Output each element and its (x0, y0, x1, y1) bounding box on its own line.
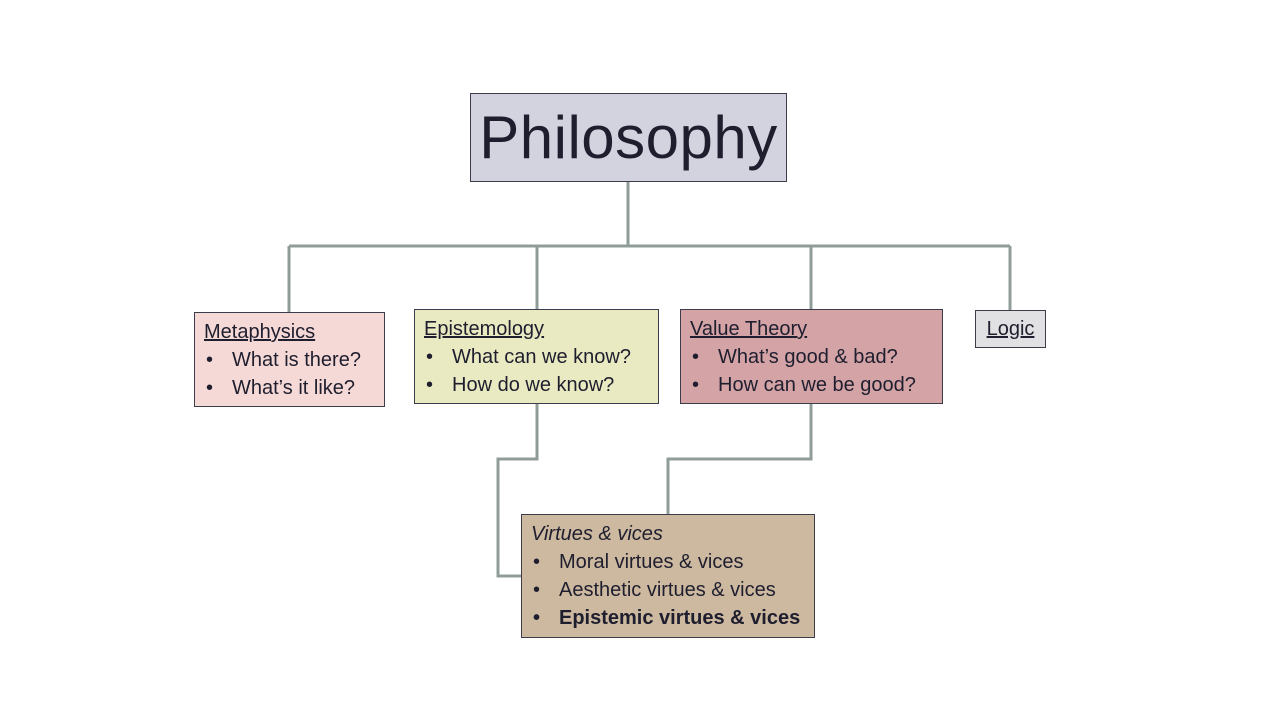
list-item: •Aesthetic virtues & vices (531, 576, 814, 604)
bullet-icon: • (692, 346, 700, 368)
value-theory-question-list: •What’s good & bad? •How can we be good? (690, 343, 942, 399)
list-item: •How can we be good? (690, 371, 942, 399)
branch-node-value-theory: Value Theory •What’s good & bad? •How ca… (680, 309, 943, 404)
metaphysics-title: Metaphysics (204, 321, 316, 343)
logic-title: Logic (986, 318, 1035, 340)
bullet-icon: • (426, 346, 434, 368)
list-item: •What’s it like? (204, 374, 384, 402)
metaphysics-question-list: •What is there? •What’s it like? (204, 346, 384, 402)
bullet-icon: • (206, 349, 214, 371)
list-item: •What’s good & bad? (690, 343, 942, 371)
bullet-icon: • (206, 377, 214, 399)
list-item: •What can we know? (424, 343, 658, 371)
branch-node-epistemology: Epistemology •What can we know? •How do … (414, 309, 659, 404)
bullet-icon: • (533, 579, 541, 601)
list-item: •Epistemic virtues & vices (531, 604, 814, 632)
bullet-icon: • (426, 374, 434, 396)
branch-node-metaphysics: Metaphysics •What is there? •What’s it l… (194, 312, 385, 407)
epistemology-virtues-connector (496, 404, 539, 578)
root-label: Philosophy (479, 104, 778, 171)
branch-node-logic: Logic (975, 310, 1046, 348)
bullet-icon: • (533, 607, 541, 629)
list-item: •How do we know? (424, 371, 658, 399)
value-theory-title: Value Theory (690, 318, 808, 340)
value-theory-virtues-connector (666, 404, 813, 514)
epistemology-title: Epistemology (424, 318, 545, 340)
virtues-vices-node: Virtues & vices •Moral virtues & vices •… (521, 514, 815, 638)
list-item: •What is there? (204, 346, 384, 374)
list-item: •Moral virtues & vices (531, 548, 814, 576)
bullet-icon: • (533, 551, 541, 573)
epistemology-question-list: •What can we know? •How do we know? (424, 343, 658, 399)
virtues-title: Virtues & vices (531, 523, 663, 545)
virtues-list: •Moral virtues & vices •Aesthetic virtue… (531, 548, 814, 632)
root-node-philosophy: Philosophy (470, 93, 787, 182)
bullet-icon: • (692, 374, 700, 396)
